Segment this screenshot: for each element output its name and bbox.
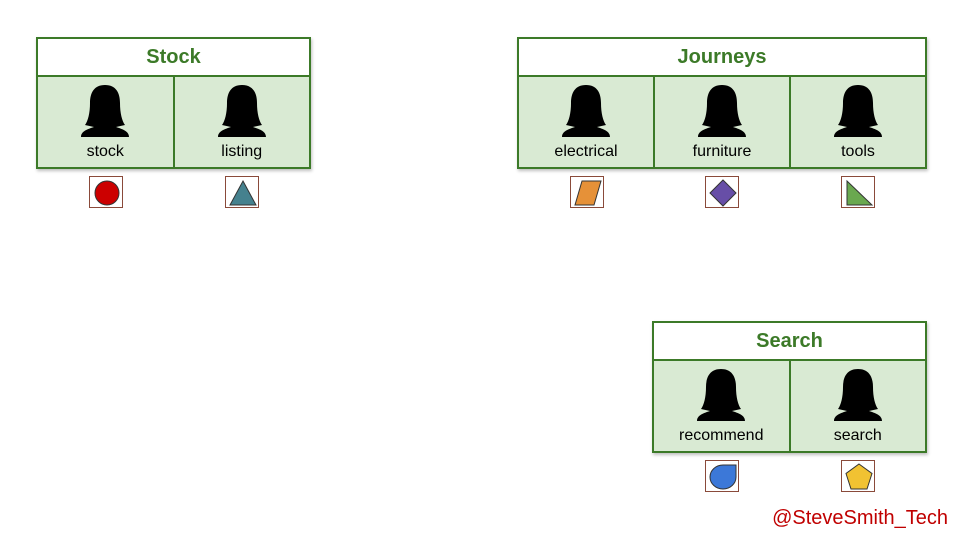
member-stock: stock <box>38 77 175 169</box>
member-label: listing <box>221 143 263 160</box>
team-title: Search <box>654 323 925 361</box>
member-label: electrical <box>554 143 618 160</box>
team-search: Search recommend search <box>652 321 927 453</box>
team-title: Stock <box>38 39 309 77</box>
badge-stock <box>89 176 123 208</box>
team-stock: Stock stock listing <box>36 37 311 169</box>
author-handle: @SteveSmith_Tech <box>772 507 948 529</box>
person-silhouette-icon <box>698 85 746 137</box>
badge-furniture <box>705 176 739 208</box>
person-silhouette-icon <box>834 85 882 137</box>
member-search: search <box>791 361 926 453</box>
person-silhouette-icon <box>562 85 610 137</box>
pentagon-icon <box>845 463 873 490</box>
person-silhouette-icon <box>217 85 266 137</box>
member-furniture: furniture <box>655 77 791 169</box>
badge-listing <box>225 176 259 208</box>
member-label: tools <box>841 143 875 160</box>
member-label: stock <box>86 143 124 160</box>
diamond-icon <box>709 179 737 207</box>
teardrop-icon <box>709 464 737 490</box>
member-listing: listing <box>175 77 310 169</box>
member-label: search <box>833 427 882 444</box>
member-electrical: electrical <box>519 77 655 169</box>
member-recommend: recommend <box>654 361 791 453</box>
badge-recommend <box>705 460 739 492</box>
person-silhouette-icon <box>833 369 882 421</box>
person-silhouette-icon <box>697 369 746 421</box>
person-silhouette-icon <box>81 85 130 137</box>
member-label: recommend <box>679 427 764 444</box>
circle-icon <box>94 180 120 206</box>
badge-search <box>841 460 875 492</box>
right-triangle-icon <box>846 179 874 206</box>
team-title: Journeys <box>519 39 925 77</box>
parallelogram-icon <box>574 180 602 206</box>
member-tools: tools <box>791 77 925 169</box>
badge-electrical <box>570 176 604 208</box>
member-label: furniture <box>692 143 752 160</box>
team-journeys: Journeys electrical furniture tools <box>517 37 927 169</box>
triangle-icon <box>229 179 257 206</box>
badge-tools <box>841 176 875 208</box>
